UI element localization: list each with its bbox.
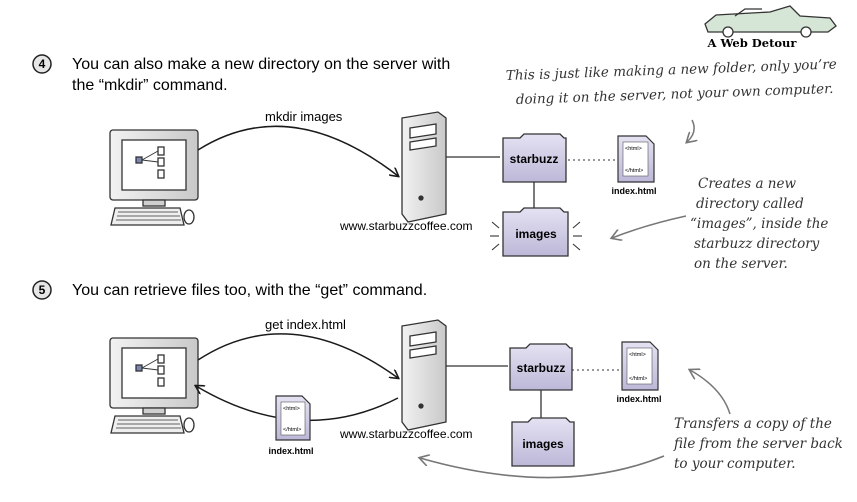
step-4-folder-images-label: images [515,227,557,241]
step-4-note-side: Creates a new directory called “images”,… [690,176,828,272]
step-5-folder-images: images [511,417,575,467]
step-5-moving-html-file-icon: <html> </html> [275,395,311,441]
client-computer-icon [109,129,199,226]
step-4: 4 You can also make a new directory on t… [32,54,837,272]
step-5-moving-file-label: index.html [268,446,313,456]
step-4-note-side-arrow [612,215,687,238]
server-tower-icon [401,319,447,431]
step-5-note-side-line3: to your computer. [674,456,796,472]
step-4-number-badge: 4 [32,54,52,74]
step-4-note-side-line3: “images”, inside the [690,216,828,232]
step-4-note-side-line5: on the server. [694,256,788,272]
step-5-note-up-arrow [690,370,731,415]
step-4-note-top: This is just like making a new folder, o… [506,56,837,108]
step-5-number: 5 [39,283,46,297]
step-5-note-side-line2: file from the server back [673,436,843,452]
step-5-file-close-tag: </html> [629,376,647,382]
step-5-server-label: www.starbuzzcoffee.com [339,427,473,441]
server-tower-icon [401,111,447,223]
step-4-note-side-line2: directory called [696,196,804,212]
step-5-number-badge: 5 [32,280,52,300]
car-icon [704,5,837,38]
step-5-command: get index.html [265,317,346,332]
step-5-text-line1: You can retrieve files too, with the “ge… [72,282,427,299]
step-4-note-side-line1: Creates a new [698,176,796,192]
web-detour-badge: A Web Detour [704,5,837,50]
client-computer-icon [109,337,199,434]
step-5-folder-images-label: images [522,437,564,451]
step-5-moving-file-close-tag: </html> [283,427,301,433]
step-4-folder-starbuzz-label: starbuzz [510,152,559,166]
step-5-file-label: index.html [616,394,661,404]
step-5-folder-starbuzz: starbuzz [509,343,573,391]
step-4-folder-images: images [502,207,569,257]
step-4-file-label: index.html [611,186,656,196]
step-4-note-side-line4: starbuzz directory [694,236,820,252]
step-4-file-open-tag: <html> [625,146,642,152]
step-5-note-side-line1: Transfers a copy of the [674,416,832,432]
step-5-moving-file-open-tag: <html> [283,406,300,412]
step-4-note-top-line1: This is just like making a new folder, o… [506,56,837,84]
step-5-note-back-arrow [420,456,665,479]
step-5-note-side: Transfers a copy of the file from the se… [673,416,843,472]
badge-label: A Web Detour [707,36,798,50]
step-4-number: 4 [39,57,46,71]
step-4-text-line2: the “mkdir” command. [72,77,228,94]
step-5-folder-starbuzz-label: starbuzz [517,361,566,375]
step-4-sparkle-lines [490,221,582,251]
step-4-folder-starbuzz: starbuzz [502,133,567,183]
step-4-command-arrow [197,125,398,176]
step-5-html-file-icon: <html> </html> [621,341,659,391]
step-4-html-file-icon: <html> </html> [617,135,655,183]
step-4-command: mkdir images [265,109,343,124]
step-4-file-close-tag: </html> [625,168,643,174]
step-5: 5 You can retrieve files too, with the “… [32,280,843,479]
step-4-server-label: www.starbuzzcoffee.com [339,219,473,233]
step-4-note-top-line2: doing it on the server, not your own com… [516,81,834,108]
step-5-file-open-tag: <html> [629,352,646,358]
step-4-text-line1: You can also make a new directory on the… [72,56,450,73]
step-4-note-top-arrow [687,119,694,142]
step-5-command-arrow [197,333,398,378]
